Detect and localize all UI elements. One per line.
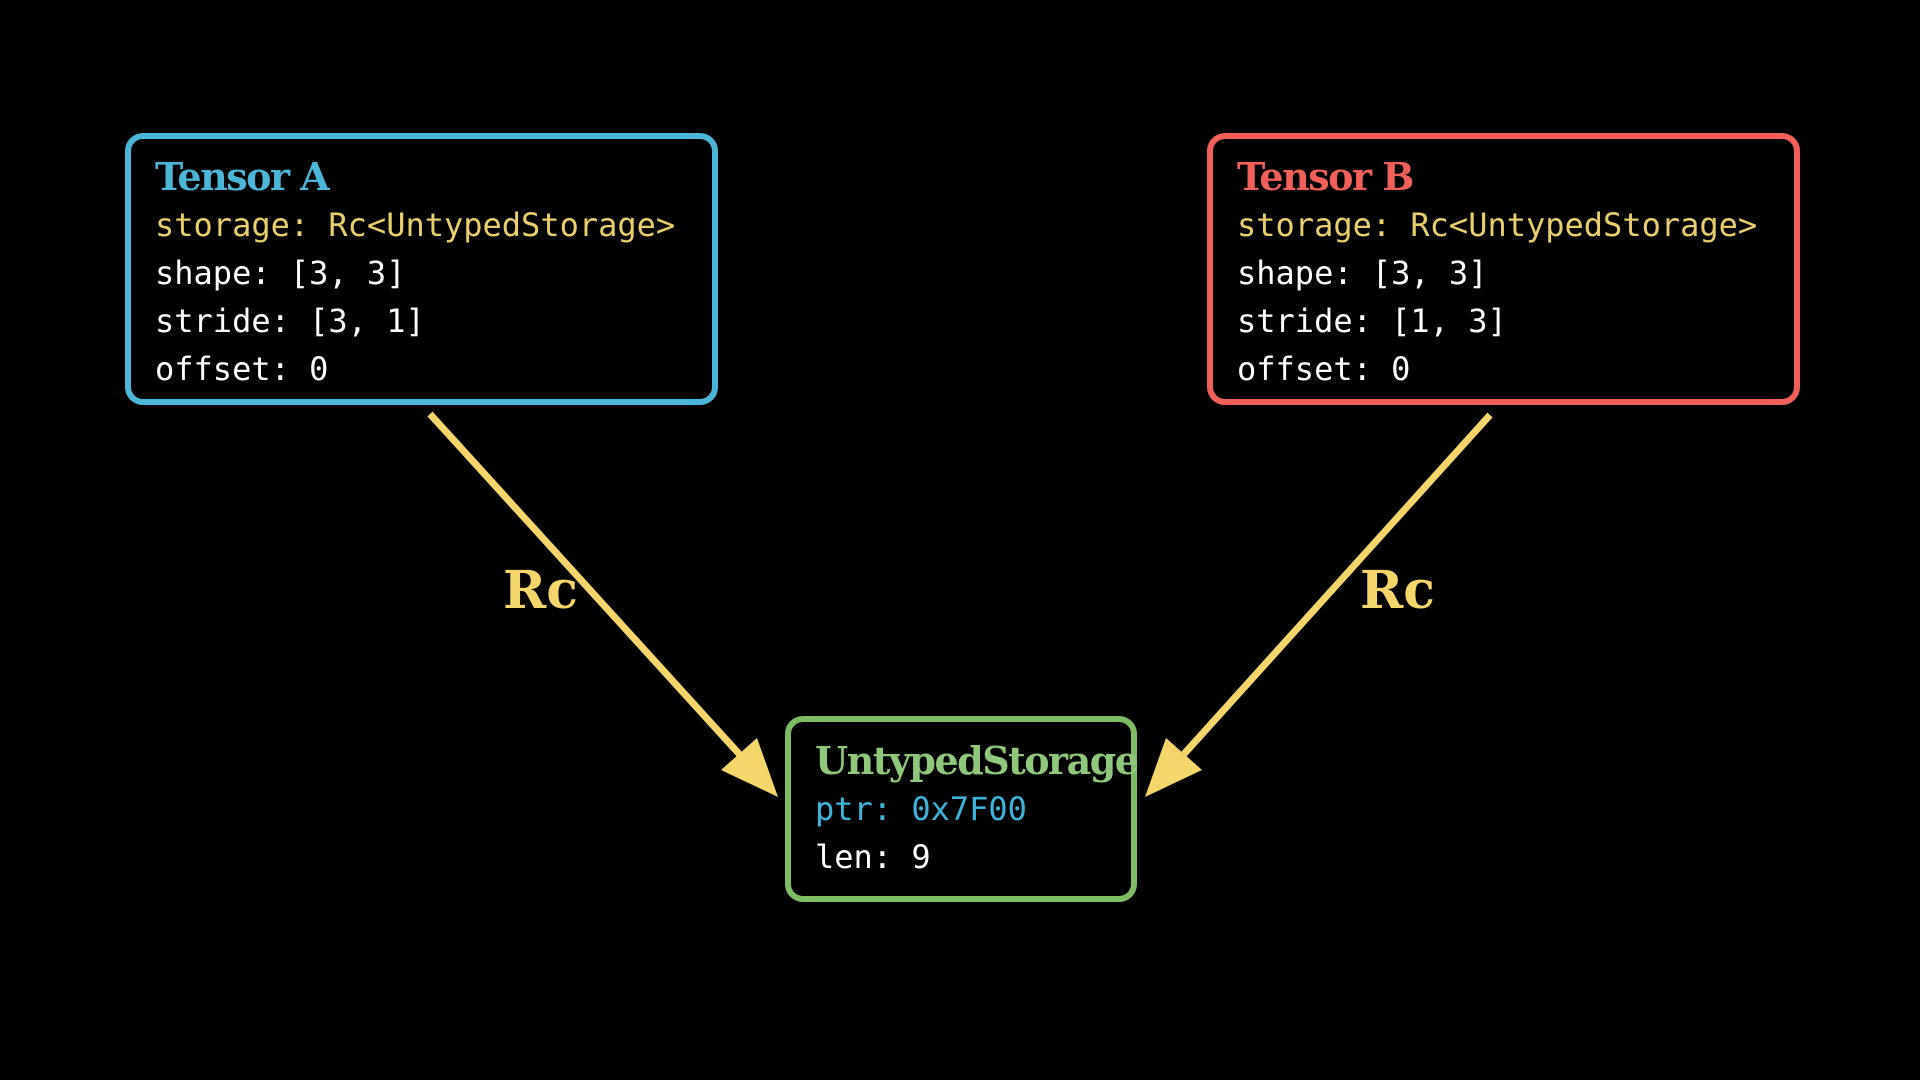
field-stride: stride: [3, 1] [155, 302, 425, 340]
node-untyped-storage-title: UntypedStorage [815, 738, 1139, 783]
field-shape: shape: [3, 3] [1237, 254, 1488, 292]
field-ptr: ptr: 0x7F00 [815, 790, 1027, 828]
field-stride: stride: [1, 3] [1237, 302, 1507, 340]
field-storage: storage: Rc<UntypedStorage> [155, 206, 676, 244]
node-tensor-a-title: Tensor A [155, 154, 330, 199]
node-tensor-b-title: Tensor B [1237, 154, 1414, 199]
field-storage: storage: Rc<UntypedStorage> [1237, 206, 1758, 244]
edge-label-rc-right: Rc [1360, 560, 1435, 621]
node-untyped-storage: UntypedStorage ptr: 0x7F00 len: 9 [785, 716, 1139, 902]
edge-tensor-a-to-storage [427, 411, 778, 797]
edge-label-rc-left: Rc [503, 560, 578, 621]
field-len: len: 9 [815, 838, 931, 876]
field-shape: shape: [3, 3] [155, 254, 406, 292]
edge-tensor-b-to-storage [1145, 412, 1493, 797]
node-tensor-b: Tensor B storage: Rc<UntypedStorage> sha… [1207, 133, 1800, 405]
arrowhead-right [1145, 738, 1202, 797]
node-tensor-a: Tensor A storage: Rc<UntypedStorage> sha… [125, 133, 718, 405]
field-offset: offset: 0 [1237, 350, 1411, 388]
field-offset: offset: 0 [155, 350, 329, 388]
arrowhead-left [721, 738, 778, 797]
